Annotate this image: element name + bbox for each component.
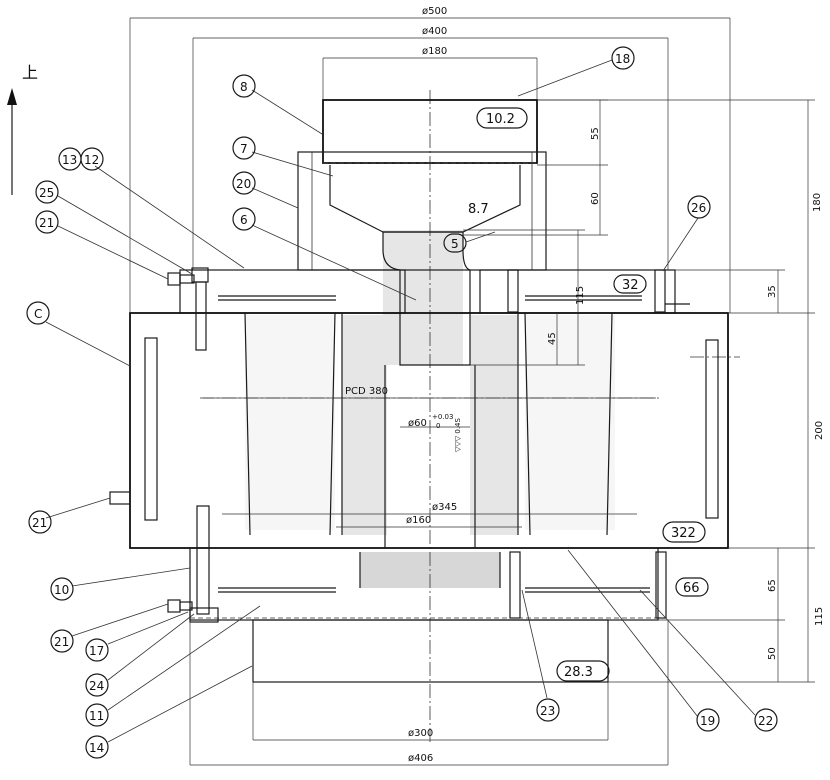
part-21-low: 21 [54,635,69,649]
dim-tolerance-lower: 0 [436,422,440,430]
part-25: 25 [39,186,54,200]
part-24: 24 [89,679,104,693]
dim-50: 50 [767,647,778,660]
part-17: 17 [89,644,104,658]
dim-200: 200 [814,421,825,440]
dim-60: 60 [590,192,601,205]
part-12: 12 [84,153,99,167]
up-direction-indicator: 上 [7,63,38,195]
part-20: 20 [236,177,251,191]
part-19: 19 [700,714,715,728]
part-23: 23 [540,704,555,718]
dim-180: 180 [812,193,823,212]
part-13: 13 [62,153,77,167]
surface-finish: ▽▽▽ 0.4S [454,417,462,452]
dim-115-upper: 115 [575,286,586,305]
weight-8-7: 8.7 [468,202,489,217]
top-plate-8 [322,99,538,164]
vertical-dimensions: 55 60 115 45 180 35 200 65 115 50 [463,99,825,683]
dim-d400: ø400 [422,26,447,37]
weight-66: 66 [683,581,700,596]
dim-tolerance-upper: +0.03 [432,413,453,421]
dim-d300: ø300 [408,728,433,739]
weight-32: 32 [622,278,639,293]
dim-45: 45 [547,332,558,345]
part-11: 11 [89,709,104,723]
leader-lines [45,59,756,743]
dim-d406: ø406 [408,753,433,764]
dim-35: 35 [767,285,778,298]
part-6: 6 [240,213,248,227]
dim-115-lower: 115 [814,607,825,626]
weight-322: 322 [671,526,696,541]
part-21-mid: 21 [32,516,47,530]
dim-65: 65 [767,579,778,592]
horizontal-dimensions: ø500 ø400 ø180 PCD 380 ø60 +0.03 0 ▽▽▽ 0… [129,6,731,766]
part-26: 26 [691,201,706,215]
part-18: 18 [615,52,630,66]
part-7: 7 [240,142,248,156]
dim-pcd: PCD 380 [345,386,388,397]
weight-10-2: 10.2 [486,112,515,127]
part-22: 22 [758,714,773,728]
direction-label: 上 [22,63,38,82]
weight-28-3: 28.3 [564,665,593,680]
part-10: 10 [54,583,69,597]
dim-d500: ø500 [422,6,447,17]
part-8: 8 [240,80,248,94]
dim-d160: ø160 [406,515,431,526]
assembly-outline [129,99,729,683]
dim-d345: ø345 [432,502,457,513]
part-14: 14 [89,741,104,755]
part-5: 5 [451,237,459,251]
part-21-top: 21 [39,216,54,230]
part-bubbles: 18 8 7 20 6 13 12 25 21 C 5 26 21 10 21 … [26,46,778,759]
weight-tags: 10.2 8.7 32 322 66 28.3 [468,107,709,682]
dim-d60: ø60 [408,418,427,429]
part-c: C [34,307,42,321]
fasteners [109,267,690,623]
dim-55: 55 [590,127,601,140]
dim-d180: ø180 [422,46,447,57]
